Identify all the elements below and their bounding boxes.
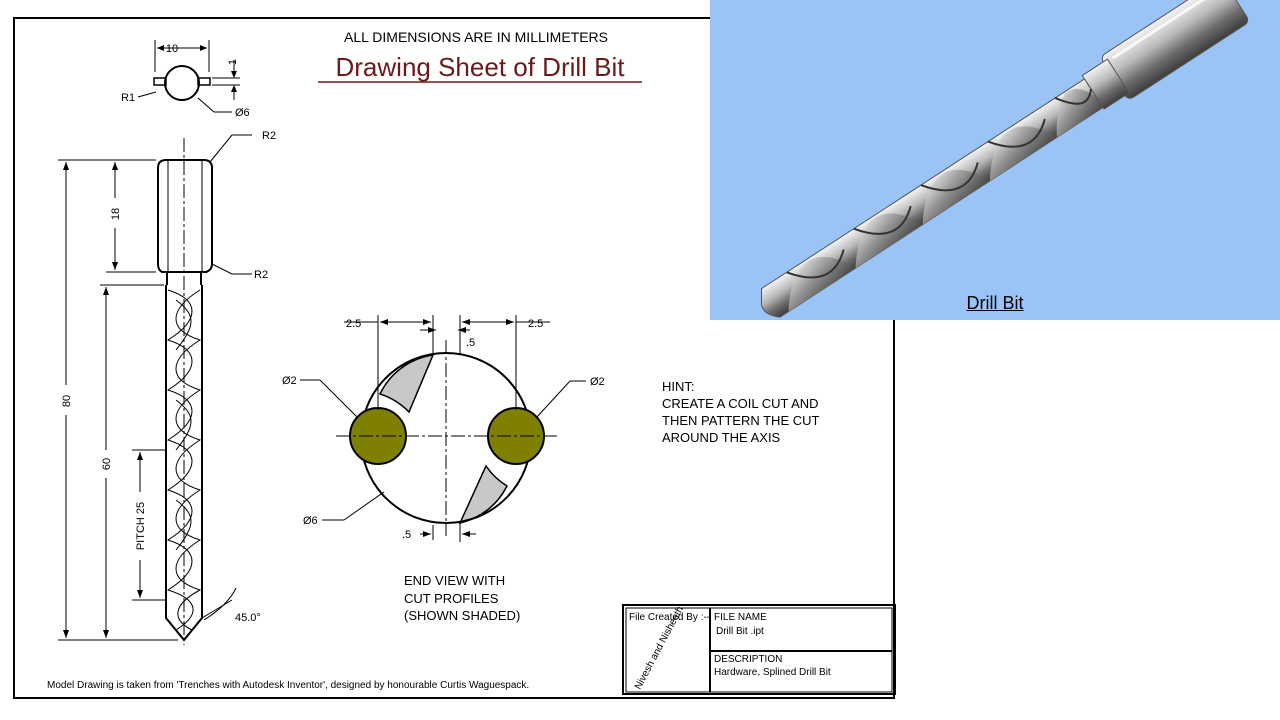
body-diameter-label: Ø6 [303,515,318,527]
file-name-value: Drill Bit .ipt [716,626,764,637]
title-block [622,604,896,695]
flute-length-dim: 60 [101,458,113,470]
created-by-label: File Created By :-- [629,612,710,623]
drill-bit-render-panel: Drill Bit [710,0,1280,320]
file-name-label: FILE NAME [714,612,767,623]
top-view-circle [164,65,200,101]
end-view-left-offset-dim: 2.5 [346,318,361,330]
hint-line-1: CREATE A COIL CUT AND [662,396,819,411]
units-note: ALL DIMENSIONS ARE IN MILLIMETERS [344,29,608,45]
left-cut-diameter-label: Ø2 [282,375,297,387]
shank-length-dim: 18 [110,208,122,220]
sheet-title: Drawing Sheet of Drill Bit [336,52,626,82]
description-label: DESCRIPTION [714,654,782,665]
drill-bit-render [760,0,1249,318]
upper-flute-cut [378,354,435,414]
render-caption: Drill Bit [966,293,1024,313]
top-view-width-dim: 10 [166,43,178,55]
top-view-diameter-label: Ø6 [235,107,250,119]
drill-bit-render-body [760,0,1249,318]
end-view [300,315,586,542]
end-view-center-top-dim: .5 [466,337,475,349]
shank-bottom-radius-label: R2 [254,269,268,281]
hint-line-3: AROUND THE AXIS [662,430,781,445]
end-view-right-offset-dim: 2.5 [528,318,543,330]
end-view-caption-line-1: END VIEW WITH [404,573,505,588]
shank-top-radius-label: R2 [262,130,276,142]
tip-angle-dim: 45.0° [235,612,261,624]
shank-outline [157,159,213,273]
hint-line-2: THEN PATTERN THE CUT [662,413,820,428]
top-view [137,40,240,113]
sheet-border [13,17,895,699]
top-view-key-right [197,77,211,86]
description-value: Hardware, Splined Drill Bit [714,667,831,678]
flute-body-outline [165,285,203,642]
top-view-radius-label: R1 [121,92,135,104]
end-view-caption-line-2: CUT PROFILES [404,591,499,606]
right-cut-diameter-label: Ø2 [590,376,605,388]
hint-heading: HINT: [662,379,695,394]
end-view-caption-line-3: (SHOWN SHADED) [404,608,520,623]
drill-side-view [58,134,252,645]
footer-note: Model Drawing is taken from 'Trenches wi… [47,680,529,691]
end-view-center-bottom-dim: .5 [402,529,411,541]
pitch-dim: PITCH 25 [135,502,147,550]
top-view-key-left [153,77,167,86]
top-view-key-dim: 1 [227,59,239,65]
total-length-dim: 80 [61,395,73,407]
